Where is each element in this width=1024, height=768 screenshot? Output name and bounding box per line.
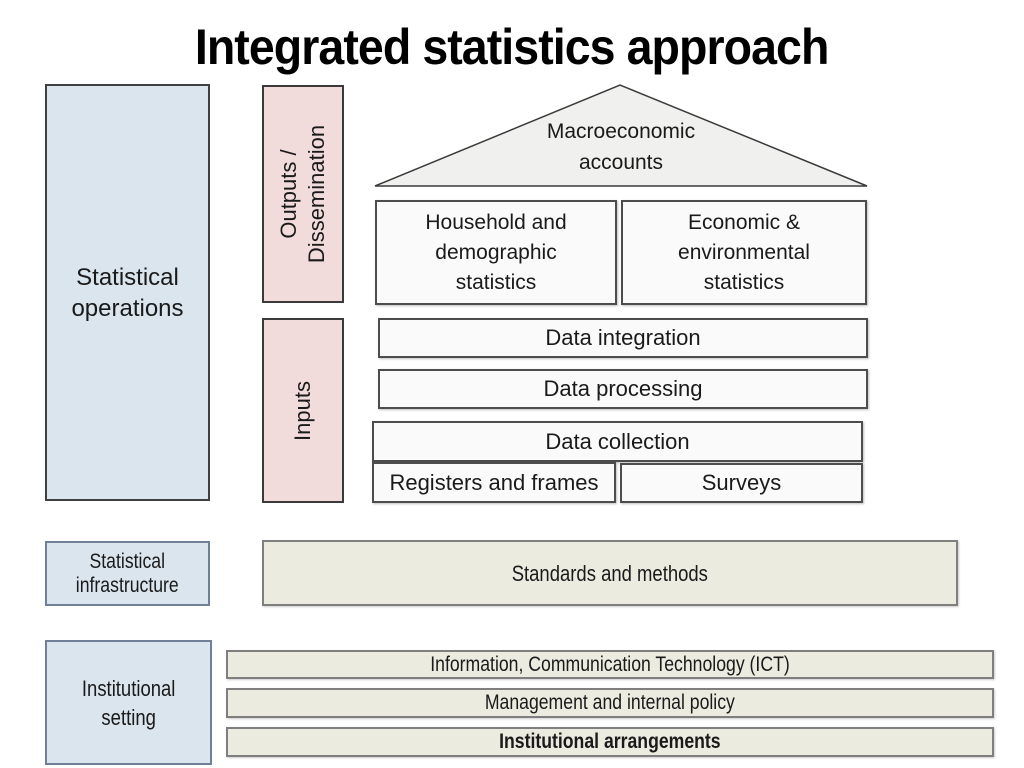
data-collection-label: Data collection (545, 428, 690, 454)
macroeconomic-accounts: Macroeconomic accounts (374, 116, 868, 178)
slide-title-text: Integrated statistics approach (195, 19, 830, 75)
data-integration-bar: Data integration (378, 318, 868, 358)
data-processing-bar: Data processing (378, 369, 868, 409)
statistical-operations-label: Statistical operations (71, 263, 184, 322)
standards-methods-label: Standards and methods (511, 560, 709, 586)
outputs-dissemination-box: Outputs / Dissemination (262, 85, 344, 303)
economic-environmental-box: Economic & environmental statistics (621, 200, 867, 305)
registers-frames-box: Registers and frames (372, 462, 616, 503)
data-collection-bar: Data collection (372, 421, 863, 462)
inputs-label: Inputs (290, 380, 315, 441)
management-policy-label: Management and internal policy (484, 691, 736, 714)
surveys-box: Surveys (620, 463, 863, 503)
roof-triangle-icon (374, 84, 868, 187)
management-policy-bar: Management and internal policy (226, 688, 994, 718)
outputs-dissemination-label: Outputs / Dissemination (276, 124, 330, 264)
registers-frames-label: Registers and frames (389, 469, 599, 495)
statistical-operations-box: Statistical operations (45, 84, 210, 501)
surveys-label: Surveys (701, 470, 782, 495)
data-integration-label: Data integration (545, 325, 701, 350)
ict-label: Information, Communication Technology (I… (430, 652, 790, 676)
data-processing-label: Data processing (543, 376, 703, 401)
economic-environmental-label: Economic & environmental statistics (678, 210, 810, 294)
statistical-infrastructure-label: Statistical infrastructure (76, 549, 179, 597)
macroeconomic-roof-shape (374, 83, 868, 187)
ict-bar: Information, Communication Technology (I… (226, 650, 994, 679)
household-demographic-box: Household and demographic statistics (375, 200, 617, 305)
statistical-infrastructure-box: Statistical infrastructure (45, 541, 210, 606)
institutional-arrangements-bar: Institutional arrangements (226, 727, 994, 757)
macroeconomic-accounts-label: Macroeconomic accounts (546, 120, 696, 174)
institutional-setting-label: Institutional setting (81, 675, 176, 730)
institutional-arrangements-label: Institutional arrangements (499, 730, 721, 753)
household-demographic-label: Household and demographic statistics (425, 210, 567, 294)
inputs-box: Inputs (262, 318, 344, 503)
standards-methods-bar: Standards and methods (262, 540, 958, 606)
slide-title: Integrated statistics approach (0, 18, 1024, 76)
institutional-setting-box: Institutional setting (45, 640, 212, 765)
